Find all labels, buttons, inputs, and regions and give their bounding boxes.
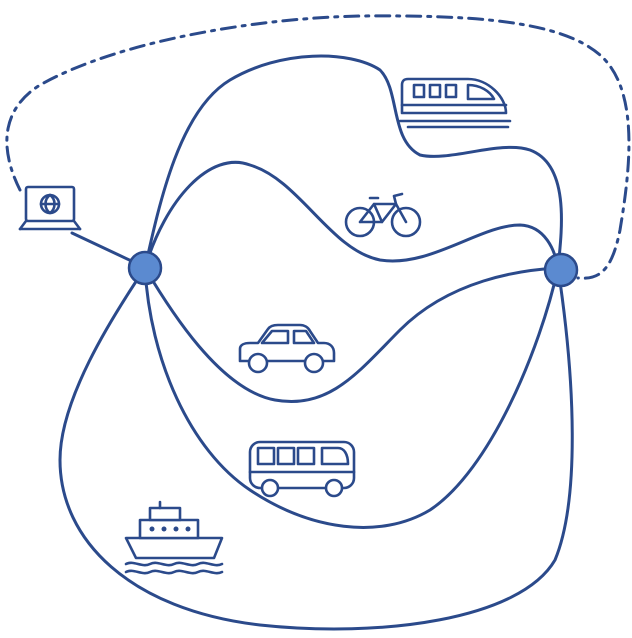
ship-icon <box>124 500 224 575</box>
destination-node[interactable] <box>543 252 579 288</box>
laptop-connector <box>70 231 142 267</box>
origin-node[interactable] <box>127 250 163 286</box>
online-route <box>5 14 631 280</box>
bus-icon <box>248 440 356 498</box>
train-icon <box>398 77 512 129</box>
car-route <box>143 266 560 403</box>
ship-route <box>58 266 574 631</box>
laptop-icon <box>18 185 82 231</box>
bicycle-route <box>143 160 560 270</box>
bicycle-icon <box>344 192 422 238</box>
bus-route <box>143 266 560 529</box>
car-icon <box>238 323 336 374</box>
train-route <box>143 54 563 270</box>
